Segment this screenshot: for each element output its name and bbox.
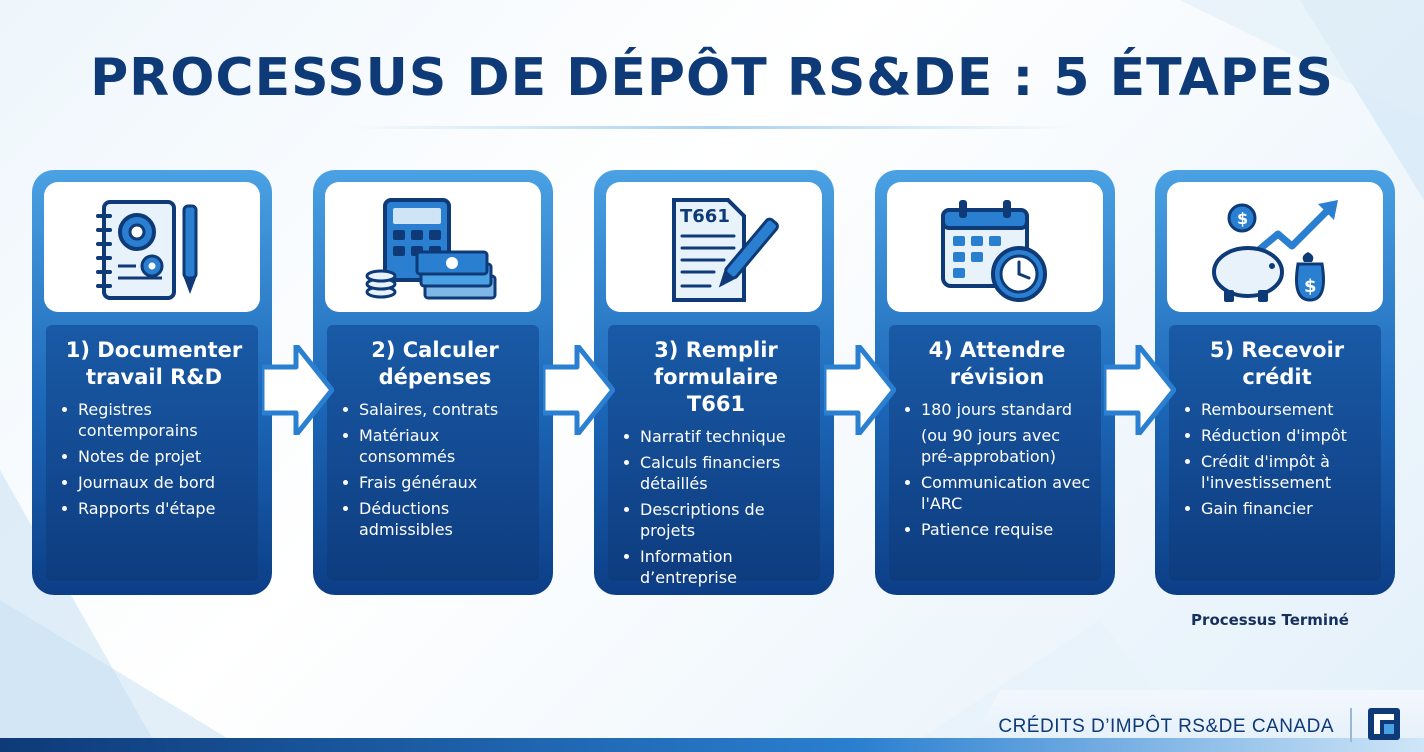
piggybank-growth-icon: $ $: [1212, 200, 1338, 302]
icon-area: T661: [606, 182, 822, 312]
bullet-item-note: (ou 90 jours avec pré-approbation): [921, 426, 1060, 466]
step-title: 3) Remplir formulaire T661: [622, 337, 810, 418]
footer-divider: [1350, 708, 1352, 742]
bullet-list: Registres contemporains Notes de projet …: [60, 399, 248, 519]
completion-label: Processus Terminé: [1191, 611, 1349, 629]
flow-arrow-icon: [1104, 345, 1176, 435]
brand-logo-icon: [1368, 708, 1400, 740]
step-title-line-1: 2) Calculer: [371, 338, 499, 362]
step-title-line-1: 1) Documenter: [65, 338, 243, 362]
bullet-item: Matériaux consommés: [341, 425, 529, 467]
step-title-line-1: 4) Attendre: [928, 338, 1066, 362]
bullet-item: Registres contemporains: [60, 399, 248, 441]
bullet-item: Remboursement: [1183, 399, 1371, 420]
form-label: T661: [680, 206, 730, 227]
step-card-2: 2) Calculer dépenses Salaires, contrats …: [313, 170, 553, 595]
step-card-1: 1) Documenter travail R&D Registres cont…: [32, 170, 272, 595]
flow-arrow-icon: [543, 345, 615, 435]
step-card-5: $ $ 5) Recevoir crédit Remboursement Réd…: [1155, 170, 1395, 595]
bullet-item: Journaux de bord: [60, 472, 248, 493]
bullet-item: Frais généraux: [341, 472, 529, 493]
calculator-money-icon: [365, 198, 497, 300]
step-title-line-2: formulaire T661: [654, 365, 778, 416]
icon-area: [325, 182, 541, 312]
step-card-3: T661 3) Remplir formulaire T661 Narratif…: [594, 170, 834, 595]
bullet-item: Gain financier: [1183, 498, 1371, 519]
bullet-list: Salaires, contrats Matériaux consommés F…: [341, 399, 529, 540]
bullet-item: Calculs financiers détaillés: [622, 452, 810, 494]
step-title: 1) Documenter travail R&D: [60, 337, 248, 391]
step-panel: 1) Documenter travail R&D Registres cont…: [46, 325, 258, 581]
icon-area: $ $: [1167, 182, 1383, 312]
bullet-item: Notes de projet: [60, 446, 248, 467]
bullet-item: Déductions admissibles: [341, 498, 529, 540]
step-title-line-2: crédit: [1242, 365, 1312, 389]
step-title: 4) Attendre révision: [903, 337, 1091, 391]
footer-brand-text: CRÉDITS D’IMPÔT RS&DE CANADA: [998, 716, 1334, 737]
svg-text:$: $: [1304, 276, 1317, 297]
svg-text:$: $: [1237, 209, 1248, 228]
bullet-item: Narratif technique: [622, 426, 810, 447]
page-title: PROCESSUS DE DÉPÔT RS&DE : 5 ÉTAPES: [90, 48, 1334, 108]
step-panel: 2) Calculer dépenses Salaires, contrats …: [327, 325, 539, 581]
footer-band: [0, 738, 1424, 752]
bullet-item: Patience requise: [903, 519, 1091, 540]
step-title: 2) Calculer dépenses: [341, 337, 529, 391]
flow-arrow-icon: [262, 345, 334, 435]
step-title-line-1: 5) Recevoir: [1209, 338, 1345, 362]
bullet-item: Information d’entreprise: [622, 546, 810, 588]
bullet-item: Communication avec l'ARC: [903, 472, 1091, 514]
step-title-line-2: dépenses: [378, 365, 492, 389]
bullet-list: Remboursement Réduction d'impôt Crédit d…: [1183, 399, 1371, 519]
bullet-item: Salaires, contrats: [341, 399, 529, 420]
bullet-item: Réduction d'impôt: [1183, 425, 1371, 446]
flow-arrow-icon: [824, 345, 896, 435]
step-panel: 3) Remplir formulaire T661 Narratif tech…: [608, 325, 820, 587]
bullet-item: Descriptions de projets: [622, 499, 810, 541]
bullet-item: Crédit d'impôt à l'investissement: [1183, 451, 1371, 493]
icon-area: [44, 182, 260, 312]
bullet-list: 180 jours standard (ou 90 jours avec pré…: [903, 399, 1091, 540]
step-panel: 4) Attendre révision 180 jours standard …: [889, 325, 1101, 581]
form-pen-icon: T661: [672, 198, 779, 302]
title-underline: [350, 126, 1074, 129]
notebook-gears-icon: [96, 200, 198, 300]
step-title-line-1: 3) Remplir: [654, 338, 778, 362]
icon-area: [887, 182, 1103, 312]
bullet-list: Narratif technique Calculs financiers dé…: [622, 426, 810, 588]
step-title: 5) Recevoir crédit: [1183, 337, 1371, 391]
calendar-clock-icon: [941, 200, 1047, 302]
step-title-line-2: travail R&D: [85, 365, 223, 389]
step-title-line-2: révision: [949, 365, 1045, 389]
step-panel: 5) Recevoir crédit Remboursement Réducti…: [1169, 325, 1381, 581]
step-card-4: 4) Attendre révision 180 jours standard …: [875, 170, 1115, 595]
bullet-item: Rapports d'étape: [60, 498, 248, 519]
bullet-item: 180 jours standard: [903, 399, 1091, 420]
